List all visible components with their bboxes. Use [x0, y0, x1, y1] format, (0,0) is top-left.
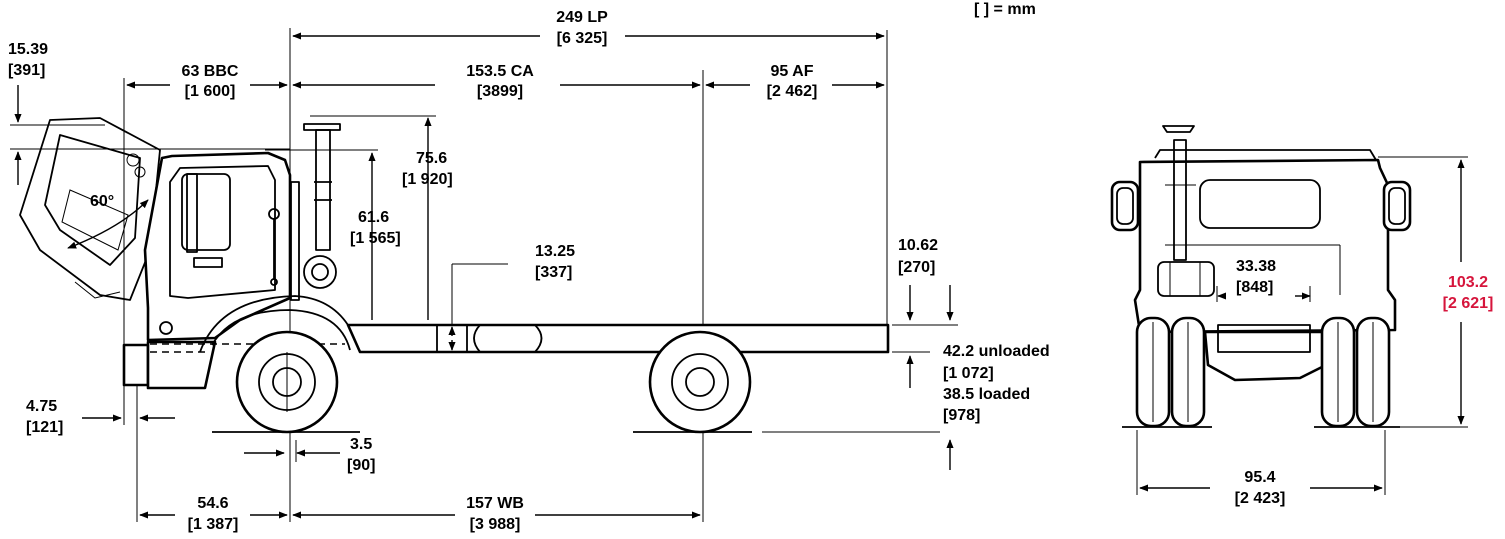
frame-height-unloaded-mm-label: [1 072]: [943, 365, 994, 382]
bumper-to-axle-mm-label: [1 387]: [188, 516, 239, 533]
mm-legend: [ ] = mm: [974, 1, 1036, 18]
wb-mm-label: [3 988]: [470, 516, 521, 533]
axle-offset-mm-label: [90]: [347, 457, 375, 474]
front-wheel: [235, 330, 339, 434]
side-view: 60°: [8, 9, 1050, 533]
overall-width-label: 95.4: [1244, 469, 1275, 486]
bbc-label: 63 BBC: [182, 63, 239, 80]
frame-rail-mm-label: [270]: [898, 259, 935, 276]
ca-label: 153.5 CA: [466, 63, 534, 80]
overall-width-mm-label: [2 423]: [1235, 490, 1286, 507]
tilt-height-label: 15.39: [8, 41, 48, 58]
frame-depth-label: 13.25: [535, 243, 575, 260]
overall-height-label: 103.2: [1448, 274, 1488, 291]
frame-width-label: 33.38: [1236, 258, 1276, 275]
lp-mm-label: [6 325]: [557, 30, 608, 47]
overall-height-mm-label: [2 621]: [1443, 295, 1494, 312]
front-view: 33.38 [848] 103.2 [2 621] 95.4 [2 423]: [1110, 125, 1494, 507]
ca-mm-label: [3899]: [477, 83, 523, 100]
exhaust-height-mm-label: [1 920]: [402, 171, 453, 188]
frame-rail-label: 10.62: [898, 237, 938, 254]
frame-rail: [346, 323, 890, 354]
rear-wheel: [648, 330, 752, 434]
frame-height-loaded-mm-label: [978]: [943, 407, 980, 424]
bumper-label: 4.75: [26, 398, 57, 415]
frame-height-loaded-label: 38.5 loaded: [943, 386, 1030, 403]
axle-offset-label: 3.5: [350, 436, 372, 453]
frame-width-mm-label: [848]: [1236, 279, 1273, 296]
tilt-angle-label: 60°: [90, 193, 114, 210]
cab-height-mm-label: [1 565]: [350, 230, 401, 247]
bumper-to-axle-label: 54.6: [197, 495, 228, 512]
lp-label: 249 LP: [556, 9, 608, 26]
bbc-mm-label: [1 600]: [185, 83, 236, 100]
af-label: 95 AF: [771, 63, 814, 80]
bumper-mm-label: [121]: [26, 419, 63, 436]
exhaust-height-label: 75.6: [416, 150, 447, 167]
cab-height-label: 61.6: [358, 209, 389, 226]
wb-label: 157 WB: [466, 495, 524, 512]
frame-height-unloaded-label: 42.2 unloaded: [943, 343, 1050, 360]
cab: [122, 123, 351, 390]
frame-depth-mm-label: [337]: [535, 264, 572, 281]
tilt-height-mm-label: [391]: [8, 62, 45, 79]
af-mm-label: [2 462]: [767, 83, 818, 100]
